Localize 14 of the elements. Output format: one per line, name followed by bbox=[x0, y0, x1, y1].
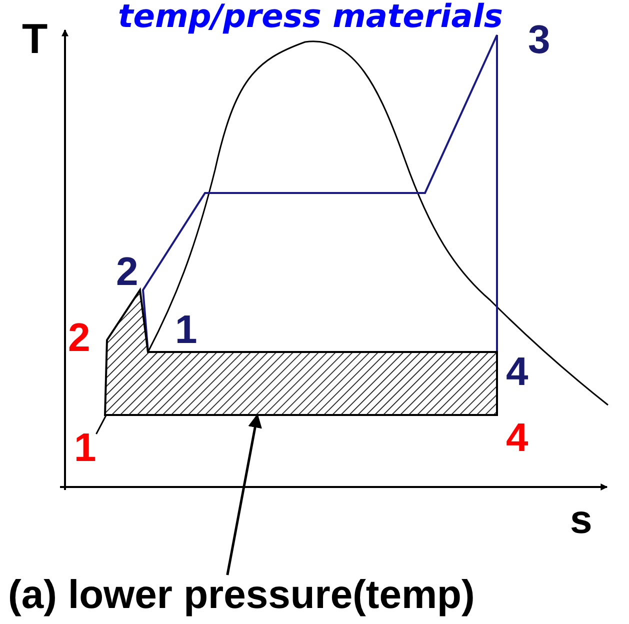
state-number: 2 bbox=[68, 318, 90, 358]
axis-label: s bbox=[570, 500, 592, 540]
leader-line bbox=[226, 414, 262, 576]
hatched-area bbox=[104, 287, 498, 416]
state-number: 3 bbox=[528, 20, 550, 60]
state-number: 1 bbox=[175, 310, 198, 350]
state-number: 4 bbox=[506, 352, 528, 392]
state-number: 4 bbox=[506, 418, 528, 458]
heading-text: temp/press materials bbox=[118, 0, 503, 32]
state-number: 2 bbox=[116, 252, 138, 292]
leader-line bbox=[96, 414, 107, 434]
caption-text: (a) lower pressure(temp) bbox=[8, 575, 475, 615]
axis-label: T bbox=[22, 18, 48, 60]
state-number: 1 bbox=[74, 428, 96, 468]
